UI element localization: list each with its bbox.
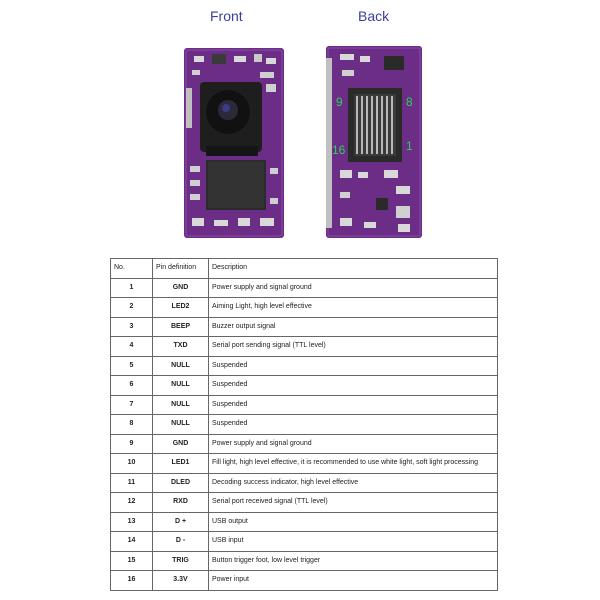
row-description: USB output: [208, 511, 498, 532]
row-pin: DLED: [152, 472, 209, 493]
table-row: 10 LED1 Fill light, high level effective…: [110, 453, 498, 474]
row-no: 10: [110, 453, 153, 474]
row-description: Serial port sending signal (TTL level): [208, 336, 498, 357]
row-pin: TRIG: [152, 550, 209, 571]
row-no: 3: [110, 316, 153, 337]
row-pin: 3.3V: [152, 570, 209, 591]
pin-marker-9: 9: [336, 95, 343, 109]
row-description: Serial port received signal (TTL level): [208, 492, 498, 513]
header-description: Description: [208, 258, 498, 279]
row-pin: RXD: [152, 492, 209, 513]
table-row: 16 3.3V Power input: [110, 570, 498, 591]
row-pin: GND: [152, 277, 209, 298]
table-row: 2 LED2 Aiming Light, high level effectiv…: [110, 297, 498, 318]
pin-marker-16: 16: [332, 143, 346, 157]
table-row: 6 NULL Suspended: [110, 375, 498, 396]
table-row: 12 RXD Serial port received signal (TTL …: [110, 492, 498, 513]
header-pin-definition: Pin definition: [152, 258, 209, 279]
table-row: 15 TRIG Button trigger foot, low level t…: [110, 550, 498, 571]
row-no: 12: [110, 492, 153, 513]
row-description: Power input: [208, 570, 498, 591]
row-no: 14: [110, 531, 153, 552]
table-header-row: No. Pin definition Description: [110, 258, 498, 279]
pin-definition-table: No. Pin definition Description 1 GND Pow…: [110, 258, 498, 591]
row-pin: BEEP: [152, 316, 209, 337]
pin-marker-8: 8: [406, 95, 413, 109]
row-no: 1: [110, 277, 153, 298]
row-description: Suspended: [208, 375, 498, 396]
table-row: 13 D + USB output: [110, 511, 498, 532]
row-no: 6: [110, 375, 153, 396]
row-no: 9: [110, 433, 153, 454]
front-label: Front: [210, 8, 243, 24]
row-no: 8: [110, 414, 153, 435]
table-row: 4 TXD Serial port sending signal (TTL le…: [110, 336, 498, 357]
row-pin: D +: [152, 511, 209, 532]
table-row: 3 BEEP Buzzer output signal: [110, 316, 498, 337]
row-description: Fill light, high level effective, it is …: [208, 453, 498, 474]
row-description: Suspended: [208, 414, 498, 435]
row-pin: NULL: [152, 414, 209, 435]
row-pin: GND: [152, 433, 209, 454]
row-no: 11: [110, 472, 153, 493]
row-no: 13: [110, 511, 153, 532]
back-board-image: 9 8 16 1: [326, 46, 422, 238]
row-pin: NULL: [152, 375, 209, 396]
row-no: 2: [110, 297, 153, 318]
row-description: Buzzer output signal: [208, 316, 498, 337]
row-description: Power supply and signal ground: [208, 433, 498, 454]
row-no: 7: [110, 394, 153, 415]
table-row: 14 D - USB input: [110, 531, 498, 552]
row-no: 5: [110, 355, 153, 376]
back-label: Back: [358, 8, 390, 24]
row-description: Button trigger foot, low level trigger: [208, 550, 498, 571]
row-no: 4: [110, 336, 153, 357]
row-description: USB input: [208, 531, 498, 552]
table-row: 1 GND Power supply and signal ground: [110, 277, 498, 298]
row-description: Suspended: [208, 394, 498, 415]
row-description: Decoding success indicator, high level e…: [208, 472, 498, 493]
table-row: 8 NULL Suspended: [110, 414, 498, 435]
header-no: No.: [110, 258, 153, 279]
table-row: 7 NULL Suspended: [110, 394, 498, 415]
row-pin: LED1: [152, 453, 209, 474]
row-pin: LED2: [152, 297, 209, 318]
table-row: 9 GND Power supply and signal ground: [110, 433, 498, 454]
row-pin: NULL: [152, 355, 209, 376]
pin-marker-1: 1: [406, 139, 413, 153]
row-pin: NULL: [152, 394, 209, 415]
row-pin: D -: [152, 531, 209, 552]
row-no: 15: [110, 550, 153, 571]
table-row: 5 NULL Suspended: [110, 355, 498, 376]
table-row: 11 DLED Decoding success indicator, high…: [110, 472, 498, 493]
row-no: 16: [110, 570, 153, 591]
front-board-image: [184, 48, 284, 238]
row-description: Aiming Light, high level effective: [208, 297, 498, 318]
row-description: Power supply and signal ground: [208, 277, 498, 298]
row-description: Suspended: [208, 355, 498, 376]
row-pin: TXD: [152, 336, 209, 357]
